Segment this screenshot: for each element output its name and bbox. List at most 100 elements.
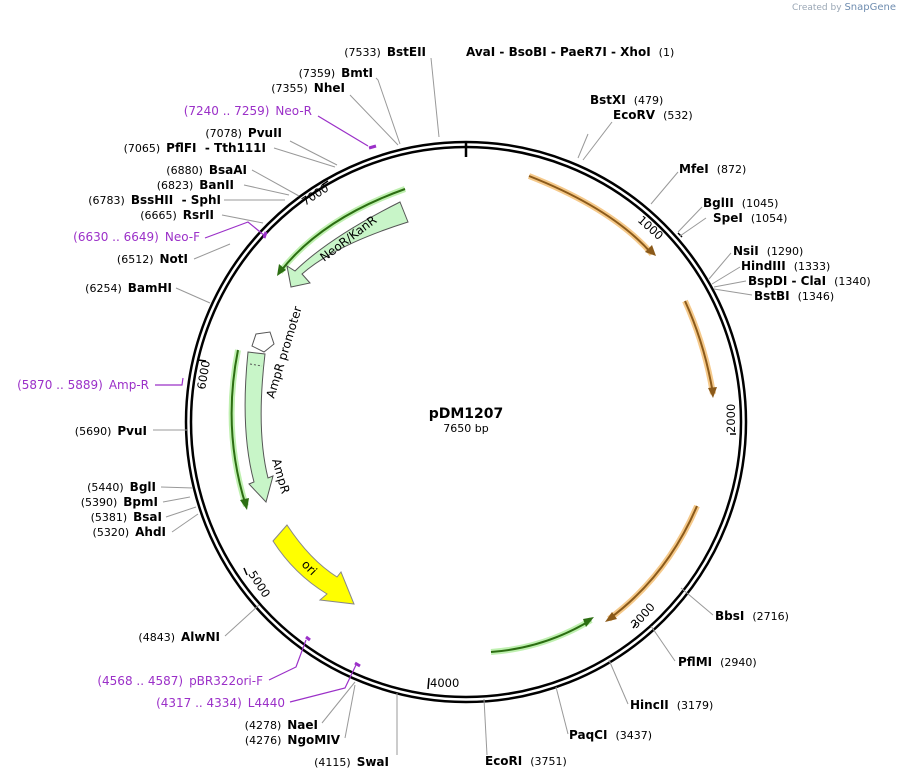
site-pos-paqCI: (3437)	[615, 729, 652, 742]
primer-mark-neo-r	[368, 144, 377, 150]
site-ngoMIV: (4276) NgoMIV	[245, 733, 341, 747]
site-pos-ngoMIV: (4276)	[245, 734, 282, 747]
primer-mark-neo-f	[262, 231, 268, 239]
site-name-pvuI: PvuI	[117, 424, 147, 438]
leader-bstXI	[577, 133, 589, 159]
site-pvuII: (7078)PvuII	[205, 126, 282, 140]
site-pos-swaI: (4115)	[314, 756, 351, 769]
orf-arrow-1-head	[645, 245, 656, 256]
primer-leader-lines	[155, 115, 377, 703]
site-name-pflFI: PflFI - Tth111I	[166, 141, 266, 155]
plasmid-length: 7650 bp	[443, 422, 488, 435]
site-pos-pvuI: (5690)	[75, 425, 112, 438]
leader-pflMI	[650, 625, 676, 662]
site-hincII: HincII(3179)	[630, 698, 713, 712]
site-name-alwNI: AlwNI	[181, 630, 220, 644]
primer-range-l4440: (4317 .. 4334)	[156, 696, 242, 710]
feature-label-ampr-promoter: AmpR promoter	[263, 305, 304, 400]
site-bglII: BglII(1045)	[703, 196, 778, 210]
created-by-text: Created by	[792, 3, 842, 13]
site-pos-alwNI: (4843)	[138, 631, 175, 644]
site-pos-ahdI: (5320)	[93, 526, 130, 539]
orf-arrow-3-head	[605, 612, 617, 622]
features: NeoR/KanR AmpR promoter AmpR ori	[244, 201, 409, 605]
primer-mark-l4440	[354, 661, 361, 668]
site-name-bbsI: BbsI	[715, 609, 744, 623]
primer-name-pbr322ori-f: pBR322ori-F	[189, 674, 263, 688]
leader-bpmI	[162, 496, 191, 503]
leader-hindIII	[711, 266, 741, 285]
snapgene-brand: SnapGene	[844, 2, 896, 13]
site-name-pvuII: PvuII	[248, 126, 282, 140]
primer-name-l4440: L4440	[248, 696, 285, 710]
site-banII: (6823)BanII	[157, 178, 234, 192]
site-rsrII: (6665) RsrII	[140, 208, 214, 222]
site-name-ngoMIV: NgoMIV	[287, 733, 340, 747]
primer-amp-r: (5870 .. 5889)Amp-R	[17, 378, 149, 392]
site-name-mfeI: MfeI	[679, 162, 709, 176]
tick-1000	[677, 232, 683, 238]
orf-arrow-4	[490, 619, 592, 653]
site-name-swaI: SwaI	[357, 755, 389, 769]
tick-5000	[243, 567, 248, 576]
site-pos-bsaI: (5381)	[91, 511, 128, 524]
leader-hincII	[608, 659, 629, 705]
site-ecoRI: EcoRI(3751)	[485, 754, 567, 768]
orf-arrow-3	[608, 505, 698, 620]
site-pos-bstBI: (1346)	[798, 290, 835, 303]
site-name-bglII: BglII	[703, 196, 734, 210]
site-bmtI: (7359)BmtI	[299, 66, 373, 80]
site-pos-bstEII: (7533)	[344, 46, 381, 59]
site-paqCI: PaqCI (3437)	[569, 728, 652, 742]
leader-ecoRV	[582, 121, 613, 161]
site-hindIII: HindIII(1333)	[741, 259, 830, 273]
site-notI: (6512)NotI	[117, 252, 188, 266]
primer-range-pbr322ori-f: (4568 .. 4587)	[97, 674, 183, 688]
site-labels-right: AvaI - BsoBI - PaeR7I - XhoI(1) BstXI (47…	[466, 45, 871, 768]
site-name-hindIII: HindIII	[741, 259, 786, 273]
tick-7000	[321, 180, 329, 186]
site-avaI: AvaI - BsoBI - PaeR7I - XhoI(1)	[466, 45, 674, 59]
site-name-bstBI: BstBI	[754, 289, 790, 303]
site-pos-bstXI: (479)	[634, 94, 664, 107]
leader-nsiI	[708, 252, 732, 280]
site-pos-ecoRV: (532)	[663, 109, 693, 122]
leader-banII	[243, 184, 290, 196]
feature-ampr-promoter	[251, 331, 275, 353]
site-bbsI: BbsI(2716)	[715, 609, 789, 623]
primer-leader-neo-r	[317, 115, 369, 147]
primer-pbr322ori-f: (4568 .. 4587) pBR322ori-F	[97, 674, 263, 688]
tick-3000	[632, 623, 637, 629]
site-name-rsrII: RsrII	[183, 208, 214, 222]
orf-arrow-5-head	[277, 264, 286, 276]
site-bglI: (5440)BglI	[87, 480, 156, 494]
primer-name-neo-f: Neo-F	[165, 230, 200, 244]
site-bspDI: BspDI - ClaI(1340)	[748, 274, 871, 288]
site-name-bstXI: BstXI	[590, 93, 626, 107]
site-name-bpmI: BpmI	[123, 495, 158, 509]
site-pos-bspDI: (1340)	[834, 275, 871, 288]
site-bamHI: (6254)BamHI	[85, 281, 172, 295]
site-pflMI: PflMI(2940)	[678, 655, 757, 669]
site-pos-naeI: (4278)	[245, 719, 282, 732]
site-name-speI: SpeI	[713, 211, 743, 225]
primer-range-neo-r: (7240 .. 7259)	[184, 104, 270, 118]
tick-label-2000: 2000	[724, 404, 738, 433]
site-pos-bsaAI: (6880)	[166, 164, 203, 177]
primer-labels: (7240 .. 7259)Neo-R (6630 .. 6649)Neo-F …	[17, 104, 312, 710]
site-name-naeI: NaeI	[287, 718, 318, 732]
site-pos-rsrII: (6665)	[140, 209, 177, 222]
orf-arrows	[228, 173, 717, 655]
leader-naeI	[321, 681, 356, 724]
tick-label-3000: 3000	[628, 600, 658, 631]
site-ecoRV: EcoRV(532)	[613, 108, 693, 122]
site-pos-nheI: (7355)	[271, 82, 308, 95]
site-name-ahdI: AhdI	[135, 525, 166, 539]
leader-bsaI	[165, 506, 197, 518]
primer-leader-neo-f	[204, 221, 266, 239]
site-name-bstEII: BstEII	[387, 45, 426, 59]
leader-pflFI	[273, 147, 336, 168]
site-name-ecoRI: EcoRI	[485, 754, 522, 768]
site-name-paqCI: PaqCI	[569, 728, 607, 742]
leader-bstEII	[430, 57, 440, 138]
